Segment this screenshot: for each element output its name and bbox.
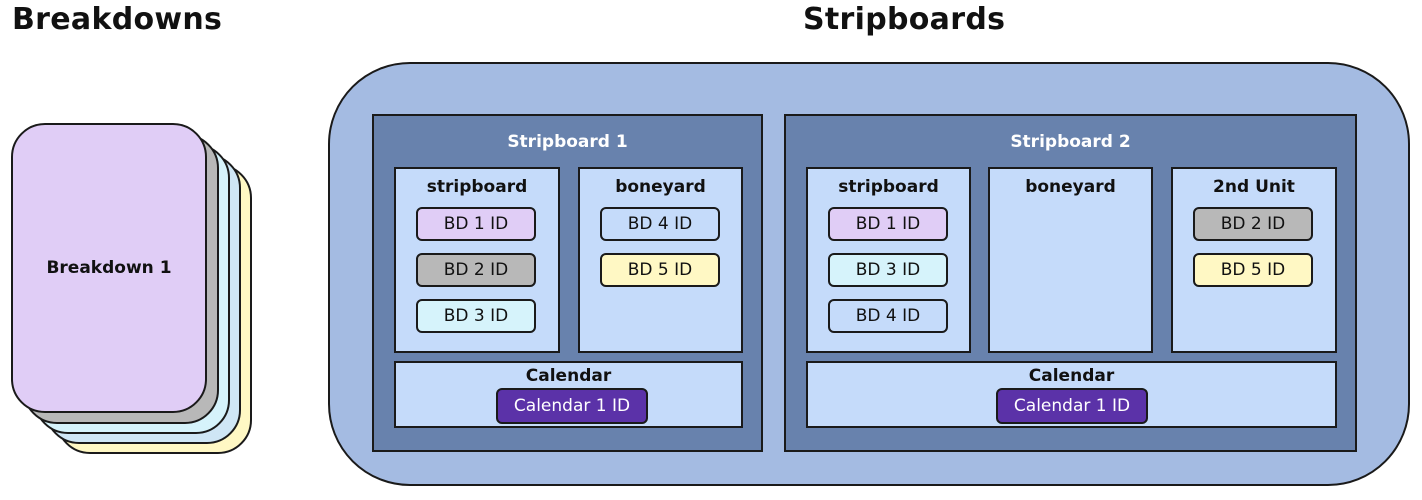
breakdowns-heading: Breakdowns: [12, 2, 223, 37]
stripboard-1: Stripboard 1 stripboard BD 1 ID BD 2 ID …: [372, 114, 763, 452]
panel-title: boneyard: [1025, 177, 1116, 197]
panel-calendar: Calendar Calendar 1 ID: [806, 361, 1337, 428]
breakdown-chip[interactable]: BD 5 ID: [1193, 253, 1313, 287]
calendar-chip[interactable]: Calendar 1 ID: [496, 388, 648, 424]
breakdown-card-label: Breakdown 1: [46, 258, 172, 278]
stripboard-title: Stripboard 1: [507, 132, 628, 152]
breakdown-chip[interactable]: BD 2 ID: [1193, 207, 1313, 241]
panel-boneyard: boneyard: [988, 167, 1153, 353]
panel-boneyard: boneyard BD 4 ID BD 5 ID: [578, 167, 743, 353]
panel-calendar: Calendar Calendar 1 ID: [394, 361, 743, 428]
breakdown-chip[interactable]: BD 2 ID: [416, 253, 536, 287]
stripboard-title: Stripboard 2: [1010, 132, 1131, 152]
breakdown-chip[interactable]: BD 3 ID: [828, 253, 948, 287]
panel-title: stripboard: [426, 177, 528, 197]
panel-stripboard: stripboard BD 1 ID BD 2 ID BD 3 ID: [394, 167, 560, 353]
stripboards-heading: Stripboards: [803, 2, 1006, 37]
panel-stripboard: stripboard BD 1 ID BD 3 ID BD 4 ID: [806, 167, 971, 353]
panel-title: Calendar: [525, 366, 612, 386]
breakdown-chip[interactable]: BD 1 ID: [828, 207, 948, 241]
breakdown-chip[interactable]: BD 4 ID: [828, 299, 948, 333]
breakdown-chip[interactable]: BD 1 ID: [416, 207, 536, 241]
breakdown-chip[interactable]: BD 3 ID: [416, 299, 536, 333]
stripboard-2: Stripboard 2 stripboard BD 1 ID BD 3 ID …: [784, 114, 1357, 452]
panel-title: stripboard: [838, 177, 939, 197]
breakdown-chip[interactable]: BD 4 ID: [600, 207, 720, 241]
panel-2nd-unit: 2nd Unit BD 2 ID BD 5 ID: [1171, 167, 1337, 353]
breakdown-card-1[interactable]: Breakdown 1: [11, 123, 207, 413]
panel-title: boneyard: [615, 177, 706, 197]
panel-title: 2nd Unit: [1213, 177, 1295, 197]
breakdown-chip[interactable]: BD 5 ID: [600, 253, 720, 287]
calendar-chip[interactable]: Calendar 1 ID: [996, 388, 1148, 424]
panel-title: Calendar: [1028, 366, 1115, 386]
